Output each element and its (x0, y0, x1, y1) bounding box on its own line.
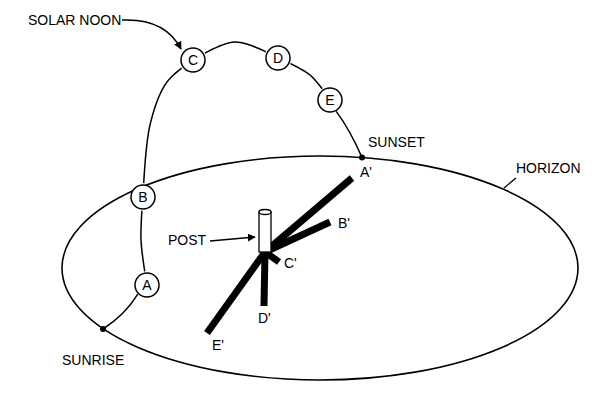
circle-text-holder: B (130, 184, 156, 210)
sun-position-circle: B (130, 184, 156, 210)
position-letter: E (325, 93, 334, 107)
label: C' (284, 255, 297, 271)
label: A' (360, 164, 372, 180)
sunrise-dot (100, 326, 106, 332)
callout-arrow (122, 20, 181, 49)
label: E' (212, 337, 224, 353)
shadow-line (264, 252, 265, 306)
sunset-dot (359, 155, 365, 161)
circle-text-holder: E (317, 87, 343, 113)
label: D' (258, 310, 271, 326)
shadow-line (265, 222, 330, 252)
sun-position-circle: C (180, 47, 206, 73)
label: SUNRISE (62, 352, 124, 368)
circle-shape (318, 88, 342, 112)
sun-path-segment (205, 42, 266, 53)
circle-text-holder: A (134, 272, 160, 298)
post-body (259, 212, 271, 252)
position-letter: B (138, 190, 147, 204)
sun-path (103, 294, 138, 329)
label: HORIZON (516, 160, 581, 176)
horizon-ellipse (62, 156, 578, 380)
circle-shape (131, 185, 155, 209)
position-letter: A (142, 278, 151, 292)
circle-shape (135, 273, 159, 297)
shadow-line (207, 252, 265, 333)
circle-text-holder: C (180, 47, 206, 73)
callout-arrow (210, 237, 255, 241)
position-letter: D (273, 51, 283, 65)
post-top (259, 210, 271, 215)
sun-position-circle: A (134, 272, 160, 298)
sun-position-circle: E (317, 87, 343, 113)
circle-shape (266, 46, 290, 70)
label: SUNSET (368, 134, 425, 150)
sun-position-circle: D (265, 45, 291, 71)
circle-text-holder: D (265, 45, 291, 71)
circle-shape (181, 48, 205, 72)
sun-path-segment (144, 68, 182, 183)
position-letter: C (188, 53, 198, 67)
sun-path-segment (141, 211, 145, 272)
sun-path-segment (290, 64, 322, 89)
sun-path (336, 111, 362, 157)
label: B' (338, 215, 350, 231)
label: SOLAR NOON (28, 12, 121, 28)
leader-line (504, 178, 516, 188)
shadow-line (265, 178, 352, 252)
label: POST (168, 232, 206, 248)
